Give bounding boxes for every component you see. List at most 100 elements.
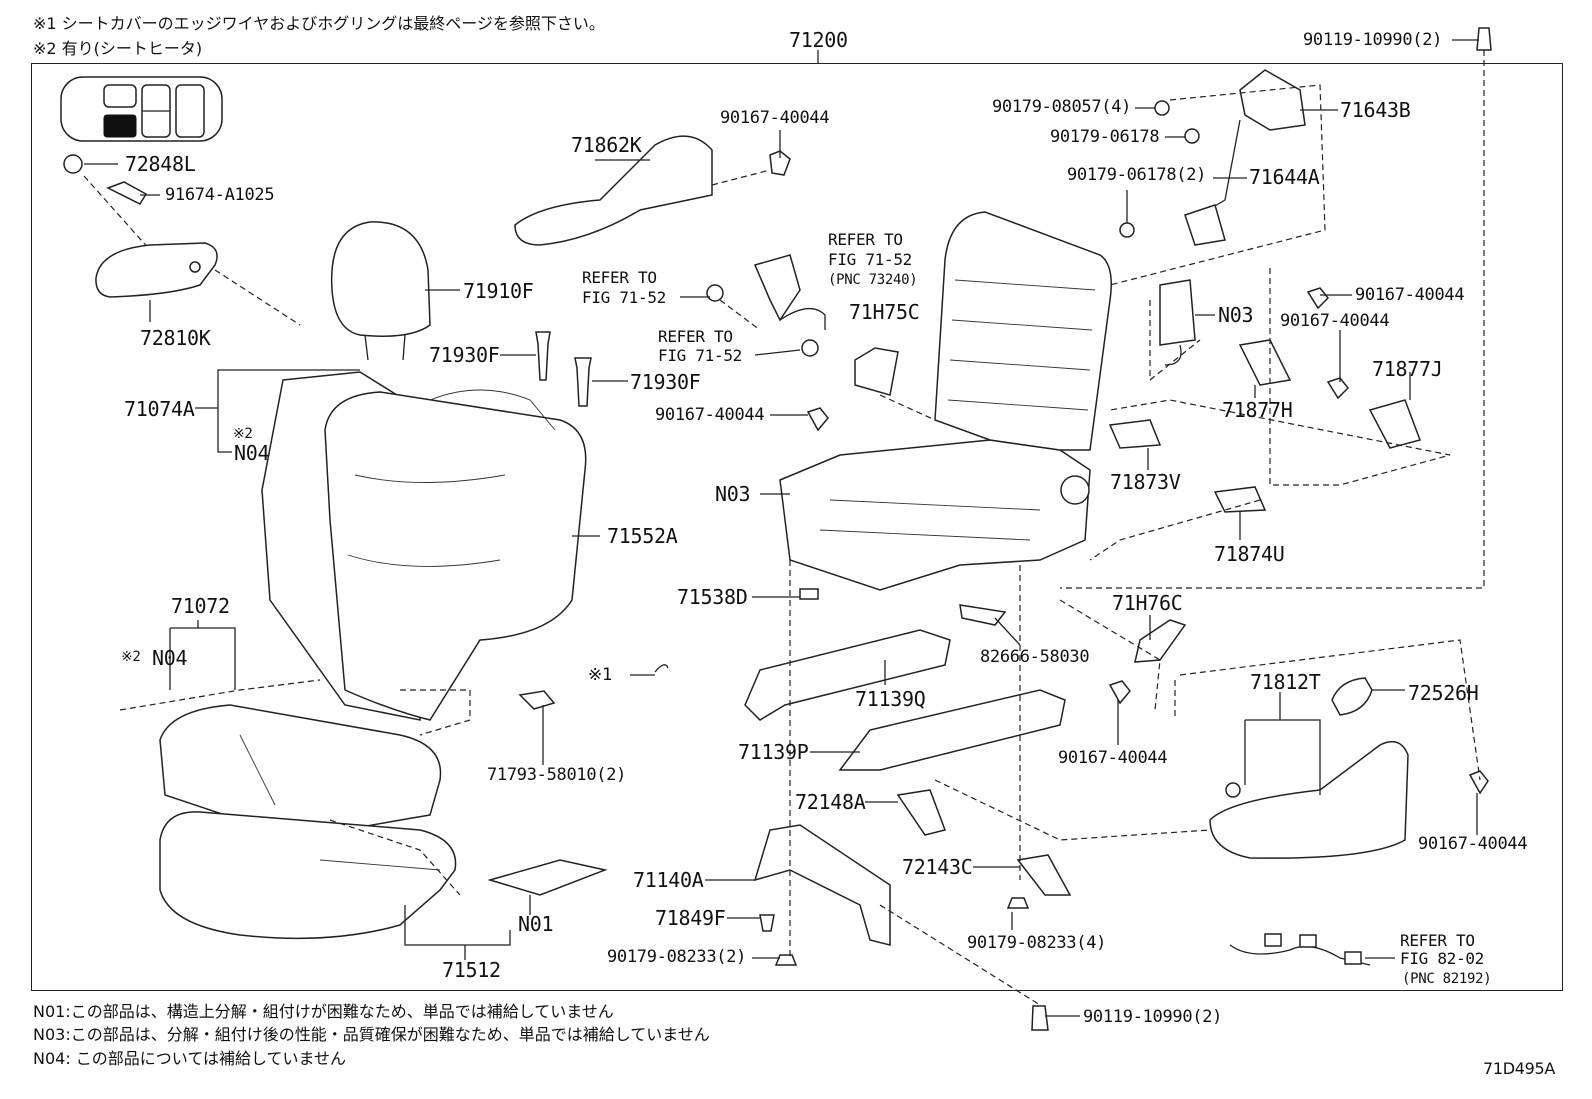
- rail-71139Q: [744, 629, 951, 721]
- label-71552A: 71552A: [607, 524, 678, 548]
- seat-switch-icon: [60, 76, 223, 142]
- label-71930F-a: 71930F: [429, 343, 500, 367]
- label-71643B: 71643B: [1340, 98, 1411, 122]
- figure-code: 71D495A: [1483, 1059, 1556, 1078]
- wire-harness: [1229, 944, 1371, 966]
- bracket-71H76C: [1134, 619, 1187, 663]
- label-90167-right-a: 90167-40044: [1355, 285, 1465, 305]
- part-72148A: [896, 789, 946, 836]
- label-refer-1b: FIG 71-52: [582, 288, 666, 307]
- diagram-frame: [31, 63, 1563, 991]
- label-72143C: 72143C: [902, 855, 973, 879]
- label-71930F-b: 71930F: [630, 370, 701, 394]
- label-71200: 71200: [789, 28, 848, 52]
- label-refer-3b: FIG 71-52: [658, 346, 742, 365]
- label-90179-right: 90179-08233(4): [967, 933, 1107, 953]
- label-90179-left: 90179-08233(2): [607, 947, 747, 967]
- bracket-71873V: [1108, 419, 1162, 449]
- label-90167-far-right: 90167-40044: [1418, 834, 1528, 854]
- label-71862K: 71862K: [571, 133, 642, 157]
- guide-71930F-a: [535, 331, 551, 381]
- screw-91674: [106, 181, 148, 205]
- footnote-N03: N03:この部品は、分解・組付け後の性能・品質確保が困難なため、単品では補給して…: [33, 1025, 710, 1044]
- label-90167-top: 90167-40044: [720, 108, 830, 128]
- label-N03-b: N03: [1218, 303, 1254, 327]
- part-82666: [959, 604, 1007, 626]
- seatback-frame-N03: [934, 211, 1112, 451]
- label-refer-2c: (PNC 73240): [828, 272, 918, 288]
- bracket-71140A: [753, 824, 891, 946]
- label-71H76C: 71H76C: [1112, 591, 1183, 615]
- label-refer-2a: REFER TO: [828, 230, 903, 249]
- bracket-71874U: [1213, 486, 1267, 513]
- label-note2-a: ※2: [233, 426, 253, 442]
- label-71538D: 71538D: [677, 585, 748, 609]
- label-71849F: 71849F: [655, 906, 726, 930]
- label-72810K: 72810K: [140, 326, 211, 350]
- label-71877H: 71877H: [1222, 398, 1293, 422]
- label-71H75C: 71H75C: [849, 300, 920, 324]
- label-82666: 82666-58030: [980, 647, 1090, 667]
- heater-N01: [487, 859, 608, 896]
- label-refer-3a: REFER TO: [658, 327, 733, 346]
- label-71812T: 71812T: [1250, 670, 1321, 694]
- part-71538D: [799, 588, 819, 600]
- label-N04-a: N04: [234, 441, 270, 465]
- note-1: ※1 シートカバーのエッジワイヤおよびホグリングは最終ページを参照下さい。: [33, 14, 605, 33]
- clip-71793: [518, 690, 556, 710]
- knob-72848L: [63, 154, 83, 174]
- cable-71644A: [1184, 204, 1226, 246]
- label-90119-top: 90119-10990(2): [1303, 30, 1443, 50]
- label-71139P: 71139P: [738, 740, 809, 764]
- label-refer-4a: REFER TO: [1400, 931, 1475, 950]
- knob-72526H: [1331, 677, 1373, 716]
- label-refer-2b: FIG 71-52: [828, 250, 912, 269]
- shield-71812T: [1209, 740, 1409, 859]
- recliner-71643B: [1239, 69, 1306, 131]
- cover-71877J: [1368, 399, 1421, 449]
- label-72848L: 72848L: [125, 152, 196, 176]
- label-note2-b: ※2: [121, 649, 141, 665]
- label-90167-lower: 90167-40044: [1058, 748, 1168, 768]
- label-71793: 71793-58010(2): [487, 765, 627, 785]
- label-N04-b: N04: [152, 646, 188, 670]
- seat-frame-N03: [779, 439, 1091, 591]
- footnote-N04: N04: この部品については補給していません: [33, 1049, 347, 1068]
- label-71874U: 71874U: [1214, 542, 1285, 566]
- label-71910F: 71910F: [463, 279, 534, 303]
- label-90167-mid: 90167-40044: [655, 405, 765, 425]
- rail-71139P: [838, 689, 1066, 771]
- label-refer-4b: FIG 82-02: [1400, 949, 1484, 968]
- cushion-pad-71512: [159, 811, 457, 940]
- label-72526H: 72526H: [1408, 681, 1479, 705]
- label-90179-06178: 90179-06178: [1050, 127, 1160, 147]
- airbag-N03: [1159, 279, 1196, 346]
- label-71512: 71512: [442, 958, 501, 982]
- label-90119-bottom: 90119-10990(2): [1083, 1007, 1223, 1027]
- label-71072: 71072: [171, 594, 230, 618]
- label-N01: N01: [518, 912, 554, 936]
- label-91674: 91674-A1025: [165, 185, 275, 205]
- seatback-cover-71552A: [324, 391, 587, 721]
- label-71644A: 71644A: [1249, 165, 1320, 189]
- armrest-cover-72810K: [95, 242, 218, 298]
- note-2: ※2 有り(シートヒータ): [33, 39, 203, 58]
- footnote-N01: N01:この部品は、構造上分解・組付けが困難なため、単品では補給していません: [33, 1002, 614, 1021]
- cover-71862K: [514, 135, 713, 246]
- bracket-71H75C: [854, 347, 899, 396]
- label-90179-06178-2: 90179-06178(2): [1067, 165, 1207, 185]
- label-90167-right-b: 90167-40044: [1280, 311, 1390, 331]
- label-90179-08057: 90179-08057(4): [992, 97, 1132, 117]
- label-71140A: 71140A: [633, 868, 704, 892]
- label-71873V: 71873V: [1110, 470, 1181, 494]
- label-71877J: 71877J: [1372, 357, 1443, 381]
- label-refer-1a: REFER TO: [582, 268, 657, 287]
- label-71074A: 71074A: [124, 397, 195, 421]
- seatbelt-buckle: [753, 254, 801, 322]
- part-72143C: [1016, 854, 1072, 896]
- guide-71930F-b: [574, 357, 592, 407]
- label-72148A: 72148A: [795, 790, 866, 814]
- label-refer-4c: (PNC 82192): [1402, 971, 1492, 987]
- label-71139Q: 71139Q: [855, 687, 926, 711]
